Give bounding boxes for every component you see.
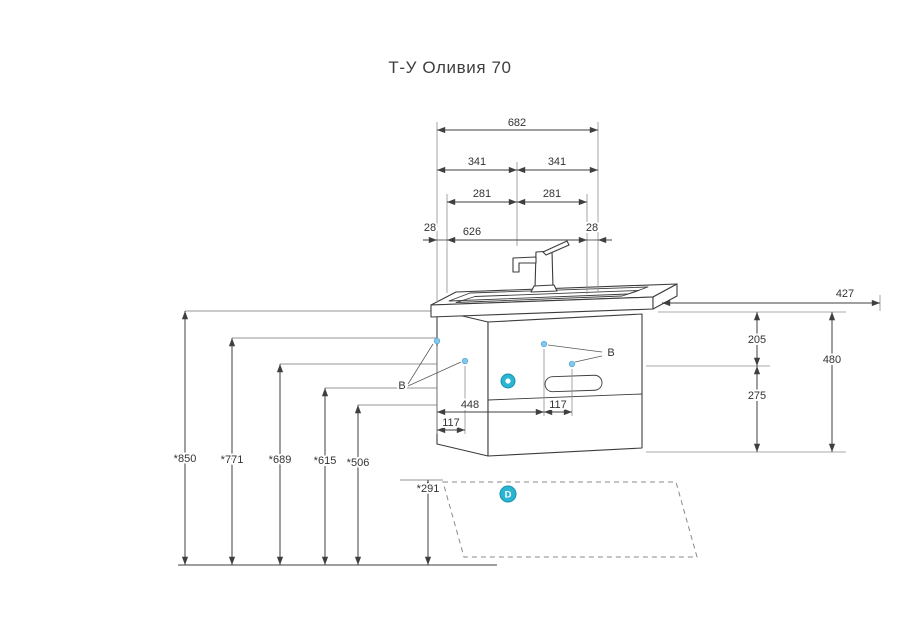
dim-edge-left: 28 [424,222,436,234]
dim-mount-to-bottom: 275 [748,390,766,402]
faucet-spout [512,256,537,273]
height-dimensions: *850 *771 *689 *615 *506 *291 [172,310,698,566]
faucet-base [530,284,558,293]
top-extension-lines [436,122,599,302]
basin-rim-outer [448,286,649,302]
dim-offset-right: 281 [543,188,561,200]
faucet [512,240,570,293]
mount-point-dot [540,340,548,348]
dim-mount-offset-right: 117 [549,399,567,411]
dim-height-850: *850 [174,453,197,465]
dim-half-right: 341 [548,156,566,168]
basin-rim-inner [455,290,640,303]
faucet-body [534,250,554,290]
dim-mount-span: 448 [461,399,479,411]
faucet-lever [542,240,570,256]
dim-mount-offset-left: 117 [442,417,460,429]
drain-marker-cabinet-center [505,378,511,384]
mount-point-dot [568,360,576,368]
drawing-title: Т-У Оливия 70 [388,58,512,77]
dim-half-left: 341 [468,156,486,168]
dim-height-506: *506 [347,457,370,469]
dim-top-to-mount: 205 [748,334,766,346]
drawer-divider [487,393,643,401]
top-dimensions: 682 341 341 281 281 28 626 28 [422,115,612,302]
cabinet-side-panel [436,309,489,457]
dim-depth: 427 [836,288,854,300]
mounting-dimensions: 448 117 117 В В [396,337,617,434]
dim-overall-height: 480 [823,354,841,366]
mount-point-dot [461,357,469,365]
vanity-unit [430,240,678,457]
right-dimensions: 427 205 275 480 [646,286,881,453]
drawer-handle [544,374,603,393]
drain-label: D [505,490,512,501]
dim-height-615: *615 [314,455,337,467]
floor-projection [442,481,698,558]
dim-edge-right: 28 [586,222,598,234]
dim-height-689: *689 [269,454,292,466]
height-reference-lines [185,310,448,481]
drain-marker-floor [499,485,517,503]
dim-height-291: *291 [417,483,440,495]
mount-point-dot [433,337,441,345]
mount-label-left: В [398,380,405,392]
mount-label-right: В [607,347,614,359]
right-extension-lines [646,295,881,453]
dim-inner-width: 626 [463,226,481,238]
dim-offset-left: 281 [473,188,491,200]
drain-markers: D [499,373,517,503]
mounting-extension-lines [436,346,573,434]
mount-leader-left [407,343,462,387]
sink-right-apron [652,283,678,310]
mount-leader-right [547,344,603,363]
dim-overall-width: 682 [508,117,526,129]
dim-height-771: *771 [221,454,244,466]
